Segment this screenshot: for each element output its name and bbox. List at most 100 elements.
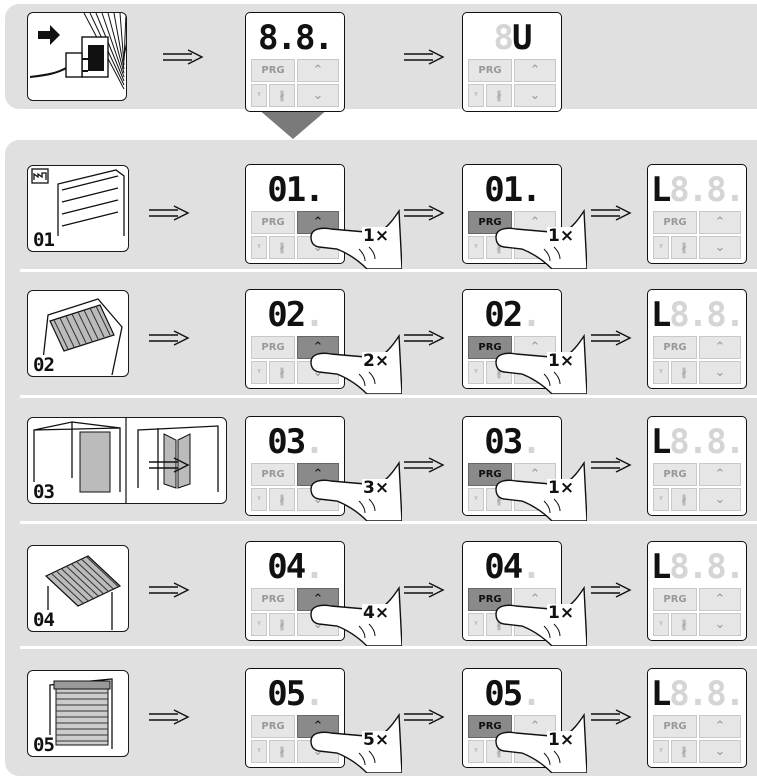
antenna-button[interactable]: ᵞ xyxy=(251,84,267,107)
next-arrow-icon xyxy=(149,709,190,725)
prg-button[interactable]: PRG xyxy=(251,336,295,359)
prg-button[interactable]: PRG xyxy=(251,59,295,82)
display-unlit-segments: 8.8. xyxy=(669,674,745,714)
prg-button[interactable]: PRG xyxy=(653,211,697,234)
antenna-button[interactable]: ᵞ xyxy=(468,361,484,384)
antenna-button[interactable]: ᵞ xyxy=(251,740,267,763)
display-unlit-segments: . xyxy=(304,674,325,714)
finger-press-icon xyxy=(310,209,402,269)
bluetooth-button[interactable]: ∦ xyxy=(486,84,512,107)
bluetooth-button[interactable]: ∦ xyxy=(269,740,295,763)
antenna-button[interactable]: ᵞ xyxy=(468,84,484,107)
display-reading: 01. xyxy=(484,170,541,210)
prg-button[interactable]: PRG xyxy=(251,211,295,234)
antenna-button[interactable]: ᵞ xyxy=(468,488,484,511)
bluetooth-button[interactable]: ∦ xyxy=(269,236,295,259)
door-type-code: 01 xyxy=(32,229,55,251)
button-panel: PRG⌃ᵞ∦⌄ xyxy=(468,211,556,259)
bluetooth-button[interactable]: ∦ xyxy=(671,488,697,511)
prg-button[interactable]: PRG xyxy=(468,211,512,234)
prg-button[interactable]: PRG xyxy=(653,715,697,738)
door-type-code: 03 xyxy=(32,481,55,503)
display-reading: 05 xyxy=(484,674,523,714)
finger-press-icon xyxy=(495,586,587,646)
next-arrow-icon xyxy=(591,205,632,221)
antenna-button[interactable]: ᵞ xyxy=(468,740,484,763)
prg-button[interactable]: PRG xyxy=(251,463,295,486)
display-reading: 02 xyxy=(267,295,306,335)
button-panel: PRG⌃ᵞ∦⌄ xyxy=(251,715,339,763)
down-button[interactable]: ⌄ xyxy=(699,236,741,259)
prg-button[interactable]: PRG xyxy=(468,336,512,359)
door-type-code: 05 xyxy=(32,734,55,756)
down-button[interactable]: ⌄ xyxy=(699,488,741,511)
seven-segment-display: L8.8. xyxy=(648,423,746,461)
prg-button[interactable]: PRG xyxy=(468,59,512,82)
bluetooth-button[interactable]: ∦ xyxy=(671,740,697,763)
up-button[interactable]: ⌃ xyxy=(297,59,339,82)
up-button[interactable]: ⌃ xyxy=(699,588,741,611)
bluetooth-button[interactable]: ∦ xyxy=(269,84,295,107)
display-unlit-segments: . xyxy=(521,295,542,335)
seven-segment-display: L8.8. xyxy=(648,296,746,334)
antenna-button[interactable]: ᵞ xyxy=(653,740,669,763)
antenna-button[interactable]: ᵞ xyxy=(251,613,267,636)
press-count-label: 1× xyxy=(362,226,391,246)
door-type-code: 04 xyxy=(32,609,55,631)
prg-button[interactable]: PRG xyxy=(468,463,512,486)
press-count-label: 1× xyxy=(547,351,576,371)
up-button[interactable]: ⌃ xyxy=(699,336,741,359)
button-panel: PRG⌃ ᵞ∦⌄ xyxy=(653,715,741,763)
seven-segment-display: 05. xyxy=(246,675,344,713)
next-arrow-icon xyxy=(591,709,632,725)
up-button[interactable]: ⌃ xyxy=(699,715,741,738)
down-button[interactable]: ⌄ xyxy=(514,84,556,107)
next-arrow-icon xyxy=(404,582,445,598)
down-button[interactable]: ⌄ xyxy=(297,84,339,107)
side-sliding-door-icon xyxy=(33,418,219,503)
down-button[interactable]: ⌄ xyxy=(699,361,741,384)
antenna-button[interactable]: ᵞ xyxy=(251,488,267,511)
antenna-button[interactable]: ᵞ xyxy=(653,236,669,259)
antenna-button[interactable]: ᵞ xyxy=(653,488,669,511)
display-reading: 03 xyxy=(484,422,523,462)
bluetooth-button[interactable]: ∦ xyxy=(269,361,295,384)
button-panel: PRG⌃ ᵞ∦⌄ xyxy=(653,463,741,511)
prg-button[interactable]: PRG xyxy=(653,588,697,611)
antenna-button[interactable]: ᵞ xyxy=(468,236,484,259)
bluetooth-button[interactable]: ∦ xyxy=(269,613,295,636)
prg-button[interactable]: PRG xyxy=(468,588,512,611)
display-reading: L xyxy=(650,422,672,462)
down-button[interactable]: ⌄ xyxy=(699,613,741,636)
seven-segment-display: 04. xyxy=(246,548,344,586)
button-panel: PRG⌃ ᵞ∦⌄ xyxy=(653,588,741,636)
finger-press-icon xyxy=(310,461,402,521)
button-panel: PRG⌃ ᵞ∦⌄ xyxy=(468,59,556,107)
bluetooth-button[interactable]: ∦ xyxy=(671,613,697,636)
antenna-button[interactable]: ᵞ xyxy=(653,361,669,384)
prg-button[interactable]: PRG xyxy=(251,588,295,611)
prg-button[interactable]: PRG xyxy=(251,715,295,738)
up-button[interactable]: ⌃ xyxy=(514,59,556,82)
press-count-label: 1× xyxy=(547,226,576,246)
bluetooth-button[interactable]: ∦ xyxy=(671,236,697,259)
prg-button[interactable]: PRG xyxy=(653,463,697,486)
control-display-unit: L8.8.PRG⌃ᵞ∦⌄ xyxy=(647,668,747,768)
down-button[interactable]: ⌄ xyxy=(699,740,741,763)
seven-segment-display: 05. xyxy=(463,675,561,713)
antenna-button[interactable]: ᵞ xyxy=(251,236,267,259)
bluetooth-button[interactable]: ∦ xyxy=(269,488,295,511)
up-button[interactable]: ⌃ xyxy=(699,211,741,234)
bluetooth-button[interactable]: ∦ xyxy=(671,361,697,384)
door-type-illustration: 03 xyxy=(27,417,227,504)
up-button[interactable]: ⌃ xyxy=(699,463,741,486)
button-panel: PRG⌃ ᵞ∦⌄ xyxy=(251,59,339,107)
up-button[interactable]: ⌃ xyxy=(514,211,556,234)
antenna-button[interactable]: ᵞ xyxy=(468,613,484,636)
display-unlit-segments: . xyxy=(304,547,325,587)
prg-button[interactable]: PRG xyxy=(468,715,512,738)
antenna-button[interactable]: ᵞ xyxy=(251,361,267,384)
prg-button[interactable]: PRG xyxy=(653,336,697,359)
antenna-button[interactable]: ᵞ xyxy=(653,613,669,636)
display-reading: 04 xyxy=(267,547,306,587)
